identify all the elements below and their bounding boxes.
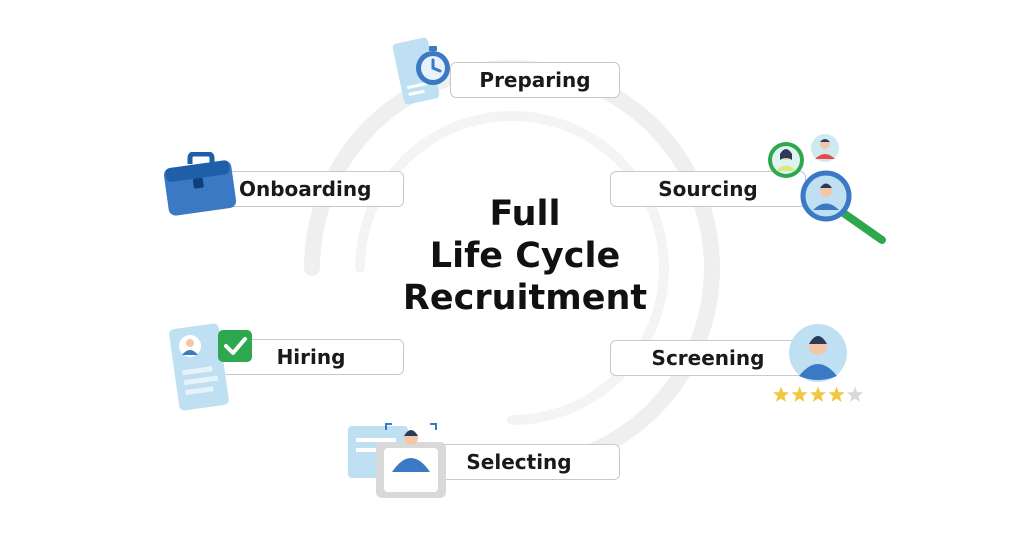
- stage-label: Sourcing: [658, 177, 758, 201]
- title-line-1: Full: [489, 194, 561, 234]
- candidate-search-icon: [768, 134, 886, 244]
- stage-label: Screening: [651, 346, 765, 370]
- stage-selecting: Selecting: [418, 444, 620, 480]
- stage-label: Selecting: [466, 450, 572, 474]
- stage-preparing: Preparing: [450, 62, 620, 98]
- candidate-rating-icon: [772, 322, 866, 410]
- star-icon: [772, 386, 790, 402]
- briefcase-icon: [163, 152, 237, 216]
- star-icon: [846, 386, 864, 402]
- title-line-3: Recruitment: [402, 278, 648, 318]
- candidate-avatar: [789, 324, 847, 382]
- stage-screening: Screening: [610, 340, 806, 376]
- diagram-title: Full Life Cycle Recruitment: [380, 193, 670, 319]
- stage-label: Onboarding: [239, 177, 372, 201]
- stage-sourcing: Sourcing: [610, 171, 806, 207]
- stopwatch-document-icon: [392, 37, 450, 105]
- rating-stars: [772, 386, 864, 402]
- title-line-2: Life Cycle: [429, 236, 621, 276]
- star-icon: [791, 386, 808, 402]
- stage-label: Preparing: [479, 68, 591, 92]
- star-icon: [809, 386, 827, 402]
- star-icon: [828, 386, 845, 402]
- candidate-frame-icon: [348, 423, 446, 498]
- resume-check-icon: [169, 323, 252, 411]
- stage-label: Hiring: [276, 345, 346, 369]
